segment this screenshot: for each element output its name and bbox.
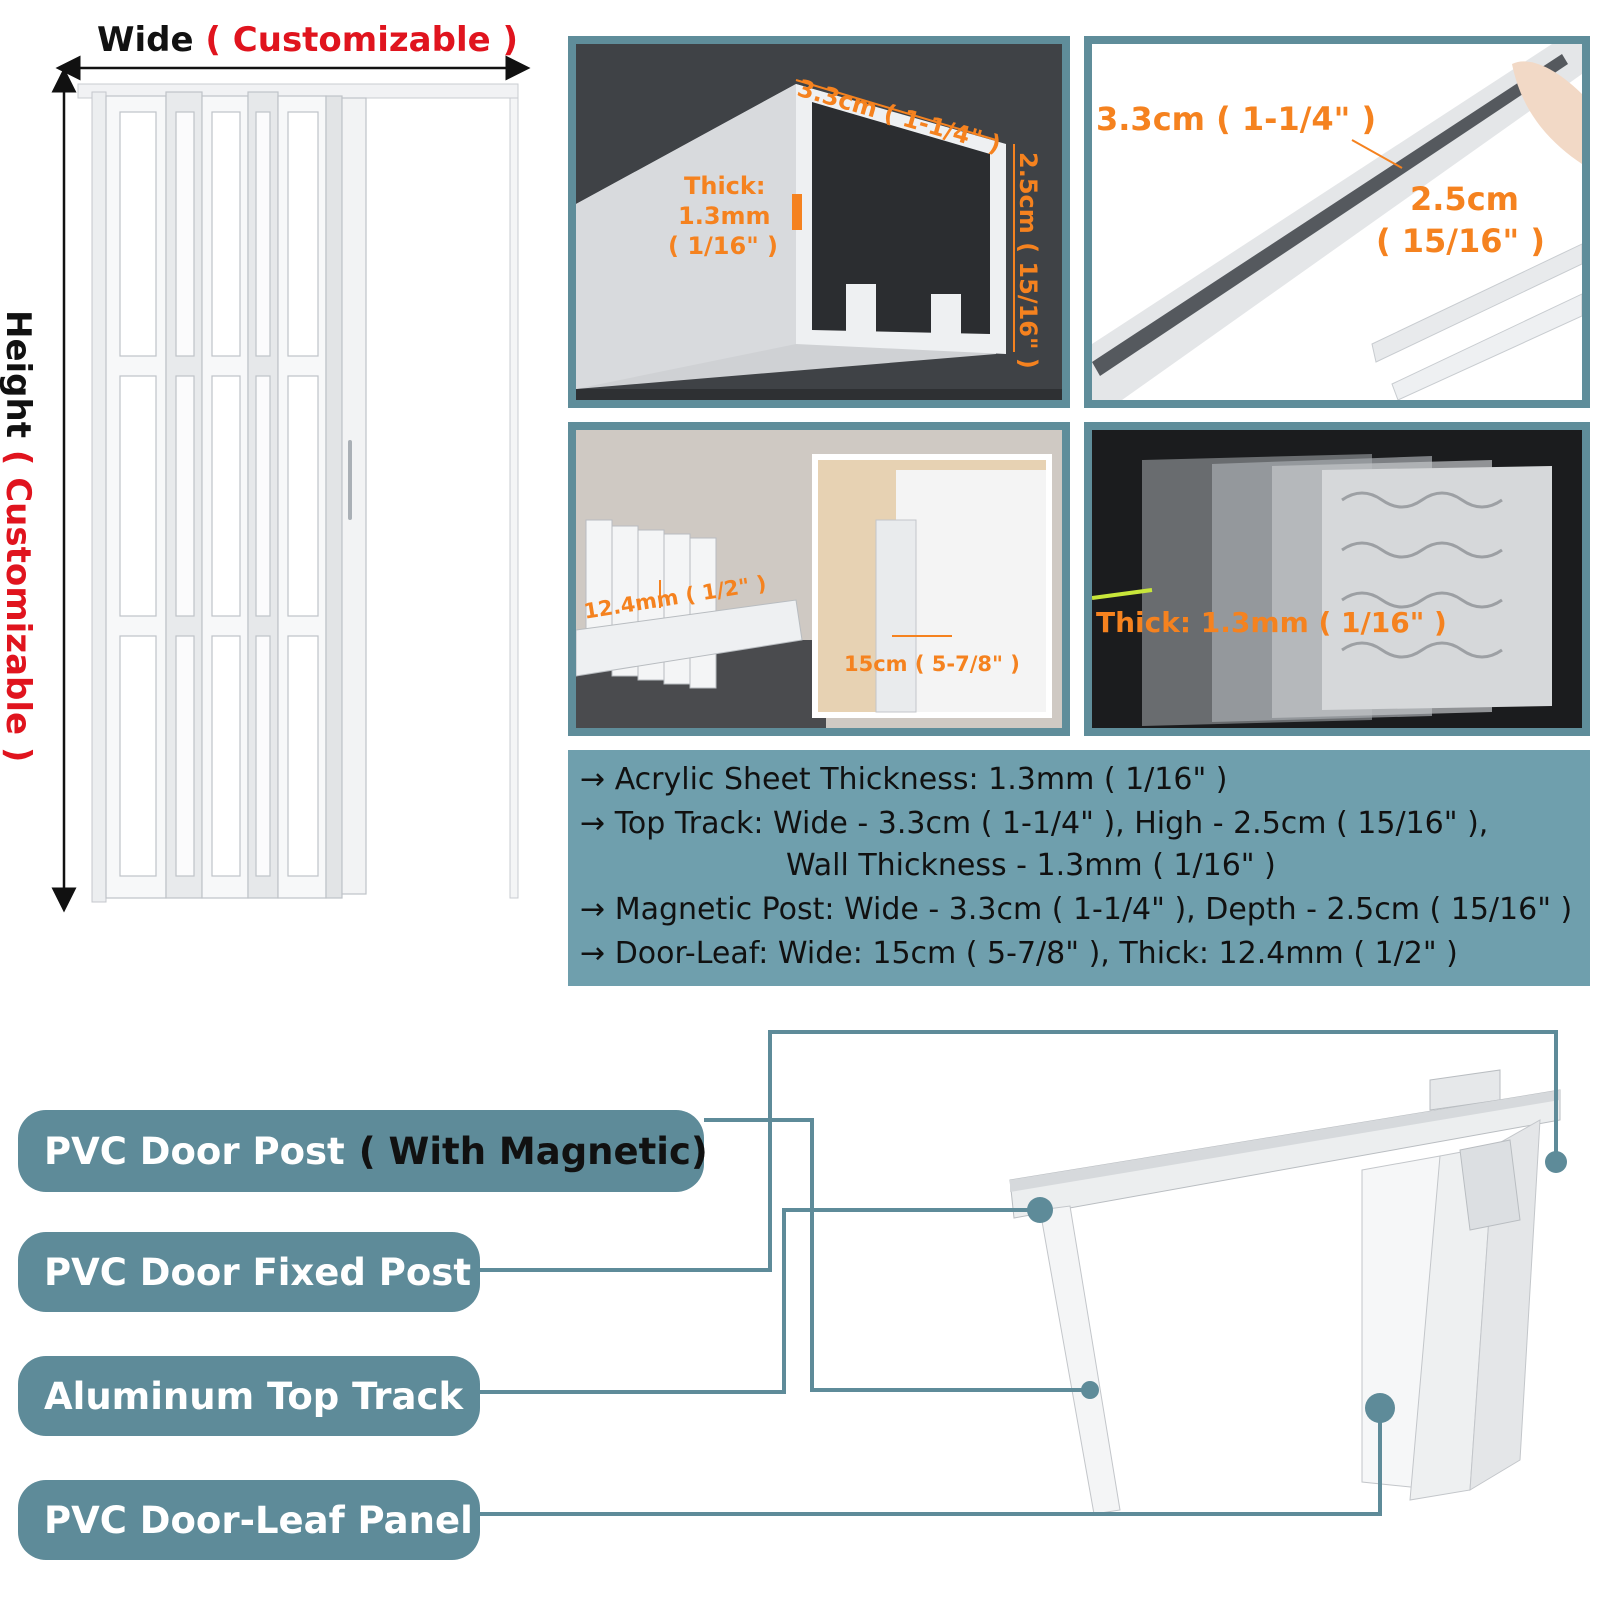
- spec-item: → Door-Leaf: Wide: 15cm ( 5-7/8" ), Thic…: [580, 936, 1458, 971]
- marker-door-post: [1081, 1381, 1099, 1399]
- marker-fixed-post: [1545, 1151, 1567, 1173]
- leaf-stack-drawing: [576, 430, 1062, 728]
- track-thick-label: Thick:: [684, 172, 766, 200]
- connector-top-track: [478, 1208, 1040, 1394]
- track-rail-panel: 3.3cm ( 1-1/4" ) 2.5cm ( 15/16" ): [1084, 36, 1590, 408]
- track-thick-in: ( 1/16" ): [668, 232, 779, 260]
- acrylic-drawing: [1092, 430, 1582, 728]
- part-label-leaf-panel: PVC Door-Leaf Panel: [18, 1480, 480, 1560]
- spec-item-continued: Wall Thickness - 1.3mm ( 1/16" ): [786, 848, 1276, 883]
- leaf-stack-panel: 12.4mm ( 1/2" ) 15cm ( 5-7/8" ): [568, 422, 1070, 736]
- arrow-icon: →: [580, 936, 606, 971]
- arrow-icon: →: [580, 806, 606, 841]
- part-label-fixed-post: PVC Door Fixed Post: [18, 1232, 480, 1312]
- rail-height-cm: 2.5cm: [1410, 180, 1519, 218]
- marker-leaf-panel: [1365, 1393, 1395, 1423]
- track-thick-mm: 1.3mm: [678, 202, 771, 230]
- acrylic-thick-dim: Thick: 1.3mm ( 1/16" ): [1096, 606, 1447, 639]
- door-drawing: [51, 55, 531, 913]
- connector-leaf-panel: [478, 1408, 1382, 1516]
- connector-door-post: [704, 1118, 1090, 1392]
- parts-diagram: [478, 1030, 1567, 1516]
- connector-fixed-post: [478, 1030, 1558, 1272]
- track-profile-panel: 3.3cm ( 1-1/4" ) 2.5cm ( 15/16" ) Thick:…: [568, 36, 1070, 408]
- spec-item: → Acrylic Sheet Thickness: 1.3mm ( 1/16"…: [580, 762, 1228, 797]
- marker-top-track: [1027, 1197, 1053, 1223]
- track-rail-drawing: [1092, 44, 1582, 400]
- spec-item: → Top Track: Wide - 3.3cm ( 1-1/4" ), Hi…: [580, 806, 1489, 841]
- part-label-top-track: Aluminum Top Track: [18, 1356, 480, 1436]
- rail-width-dim: 3.3cm ( 1-1/4" ): [1096, 100, 1377, 138]
- track-side-dim: 2.5cm ( 15/16" ): [1014, 152, 1042, 369]
- rail-height-in: ( 15/16" ): [1376, 222, 1545, 260]
- track-profile-drawing: [576, 44, 1062, 400]
- door-illustration: Wide ( Customizable ) Height ( Customiza…: [0, 0, 540, 920]
- arrow-icon: →: [580, 762, 606, 797]
- door-handle: [348, 440, 352, 520]
- arrow-icon: →: [580, 892, 606, 927]
- door-right-post: [509, 97, 519, 899]
- spec-list: → Acrylic Sheet Thickness: 1.3mm ( 1/16"…: [568, 750, 1590, 986]
- acrylic-panel: Thick: 1.3mm ( 1/16" ): [1084, 422, 1590, 736]
- part-label-door-post: PVC Door Post( With Magnetic): [18, 1110, 708, 1192]
- leaf-wide-dim: 15cm ( 5-7/8" ): [844, 652, 1020, 676]
- wide-label: Wide ( Customizable ): [97, 20, 519, 60]
- spec-item: → Magnetic Post: Wide - 3.3cm ( 1-1/4" )…: [580, 892, 1573, 927]
- door-panels: [105, 91, 367, 899]
